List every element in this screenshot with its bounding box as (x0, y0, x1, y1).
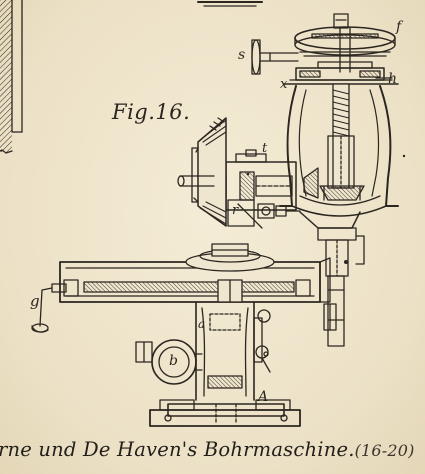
caption-ref: (16-20) (354, 441, 415, 460)
top-fragment (197, 1, 263, 7)
clamp-ring-b (135, 339, 203, 385)
letter-b: b (169, 353, 178, 369)
caption: rne und De Haven's Bohrmaschine.(16-20) (0, 438, 425, 461)
letter-A: A (258, 389, 269, 405)
column (299, 211, 365, 347)
letter-x: x (280, 77, 288, 92)
cone-pulley (191, 117, 227, 227)
lever (253, 309, 271, 373)
letter-t: t (262, 141, 268, 156)
caption-main: rne und De Haven's Bohrmaschine. (0, 438, 355, 461)
bevel-gears (303, 167, 365, 201)
chuck-disc (185, 243, 275, 303)
spindle-shaft (177, 175, 215, 187)
letter-f: f (396, 19, 402, 35)
letter-g: g (30, 292, 40, 310)
marks (246, 154, 406, 264)
letter-s: s (238, 47, 246, 63)
letter-a: a (198, 317, 206, 331)
crank-handle-g (31, 283, 67, 333)
handwheel-f (294, 13, 396, 73)
upper-bearing (283, 61, 399, 85)
bolts (323, 303, 337, 331)
wall-bracket (0, 0, 23, 154)
letter-h: h (388, 71, 398, 87)
frame-arch (279, 85, 399, 217)
letter-r: r (232, 203, 239, 218)
horizontal-arm (59, 257, 331, 303)
figure-label: Fig.16. (112, 100, 191, 124)
crank-s (251, 39, 299, 75)
screw-spindle (327, 83, 355, 189)
